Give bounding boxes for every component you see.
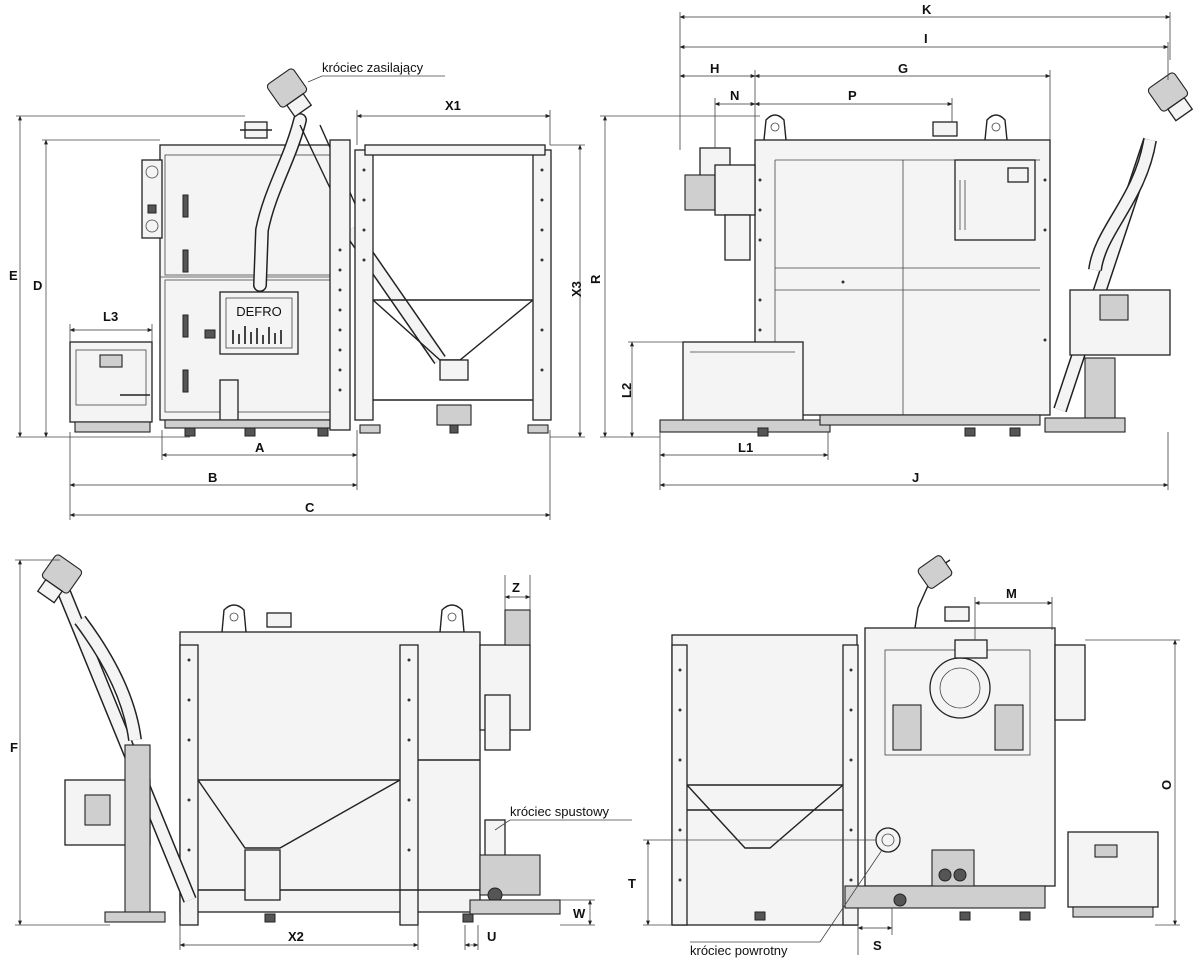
label-G: G [898,61,908,76]
label-A: A [255,440,265,455]
front-view: DEFRO [9,60,585,520]
label-C: C [305,500,315,515]
label-X3: X3 [569,281,584,297]
label-J: J [912,470,919,485]
label-L1: L1 [738,440,753,455]
rear-view: F Z X2 U W króciec spustowy [10,554,632,950]
label-X1: X1 [445,98,461,113]
label-F: F [10,740,18,755]
back-side-view: M O T S króciec powrotny [628,555,1180,958]
label-I: I [924,31,928,46]
label-R: R [588,274,603,284]
label-W: W [573,906,586,921]
label-E: E [9,268,18,283]
label-L2: L2 [619,383,634,398]
label-D: D [33,278,42,293]
label-T: T [628,876,636,891]
annotation-feed-inlet: króciec zasilający [322,60,424,75]
label-U: U [487,929,496,944]
label-S: S [873,938,882,953]
rear-body [179,631,481,913]
label-X2: X2 [288,929,304,944]
boiler-body [159,144,346,421]
controller-brand: DEFRO [236,304,282,319]
label-L3: L3 [103,309,118,324]
side-view: K I H G N P R L2 L1 J [588,2,1194,490]
label-P: P [848,88,857,103]
annotation-drain-outlet: króciec spustowy [510,804,609,819]
annotation-return-outlet: króciec powrotny [690,943,788,958]
label-N: N [730,88,739,103]
label-M: M [1006,586,1017,601]
controller-panel [219,291,299,355]
label-H: H [710,61,719,76]
label-K: K [922,2,932,17]
label-O: O [1159,780,1174,790]
label-B: B [208,470,217,485]
label-Z: Z [512,580,520,595]
